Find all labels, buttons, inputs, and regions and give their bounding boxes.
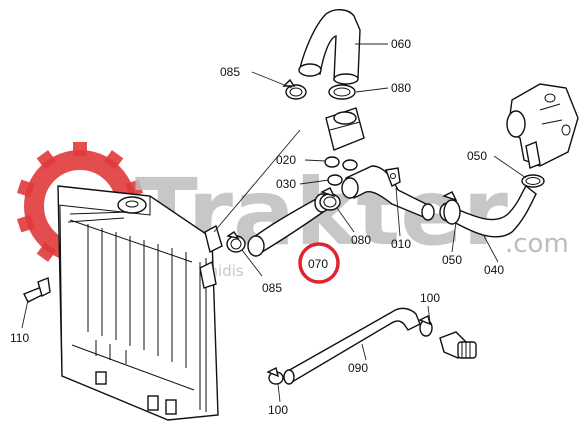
leader-lines (21, 43, 527, 403)
gear-tooth (125, 179, 144, 198)
radiator (57, 185, 223, 421)
drain-cock (439, 331, 477, 359)
callout-050-pipe: 050 (442, 253, 462, 267)
gear-tooth (36, 242, 57, 262)
callout-030: 030 (276, 177, 296, 191)
watermark-suffix: .com (505, 229, 569, 259)
callout-110: 110 (10, 331, 29, 345)
callout-labels: 060 085 080 020 030 080 010 050 050 040 … (10, 37, 504, 417)
gear-tooth (73, 142, 87, 156)
gear-tooth (36, 150, 57, 170)
water-pump (506, 83, 579, 169)
clamp-050-pump (521, 174, 545, 188)
callout-080-lower: 080 (351, 233, 371, 247)
thermostat-housing (325, 107, 365, 151)
callout-085-lower: 085 (262, 281, 282, 295)
pipe-010 (341, 165, 435, 221)
washer-030 (327, 174, 343, 186)
washer-020 (324, 156, 358, 171)
callout-085-top: 085 (220, 65, 240, 79)
callout-090: 090 (348, 361, 368, 375)
clamp-100-lower (266, 366, 284, 385)
callout-100-lower: 100 (268, 403, 288, 417)
hose-090 (283, 307, 421, 385)
gear-tooth (16, 179, 35, 198)
clamp-100-right (418, 314, 433, 337)
highlight-ring (298, 242, 340, 284)
callout-010: 010 (391, 237, 411, 251)
highlight-070: 070 (298, 242, 340, 284)
callout-020: 020 (276, 153, 296, 167)
callout-060: 060 (391, 37, 411, 51)
gear-tooth (16, 214, 35, 233)
clamp-050-pipe (442, 191, 461, 225)
clamp-080-top (328, 84, 356, 100)
hose-060 (298, 9, 361, 85)
callout-080-top: 080 (391, 81, 411, 95)
bracket-110 (23, 277, 51, 303)
callout-100-right: 100 (420, 291, 440, 305)
callout-050-pump: 050 (467, 149, 487, 163)
clamp-085-lower (226, 231, 246, 253)
callout-040: 040 (484, 263, 504, 277)
gear-tooth (103, 150, 124, 170)
clamp-085-top (282, 78, 307, 100)
clamp-080-lower (319, 187, 341, 211)
callout-070: 070 (308, 257, 328, 271)
